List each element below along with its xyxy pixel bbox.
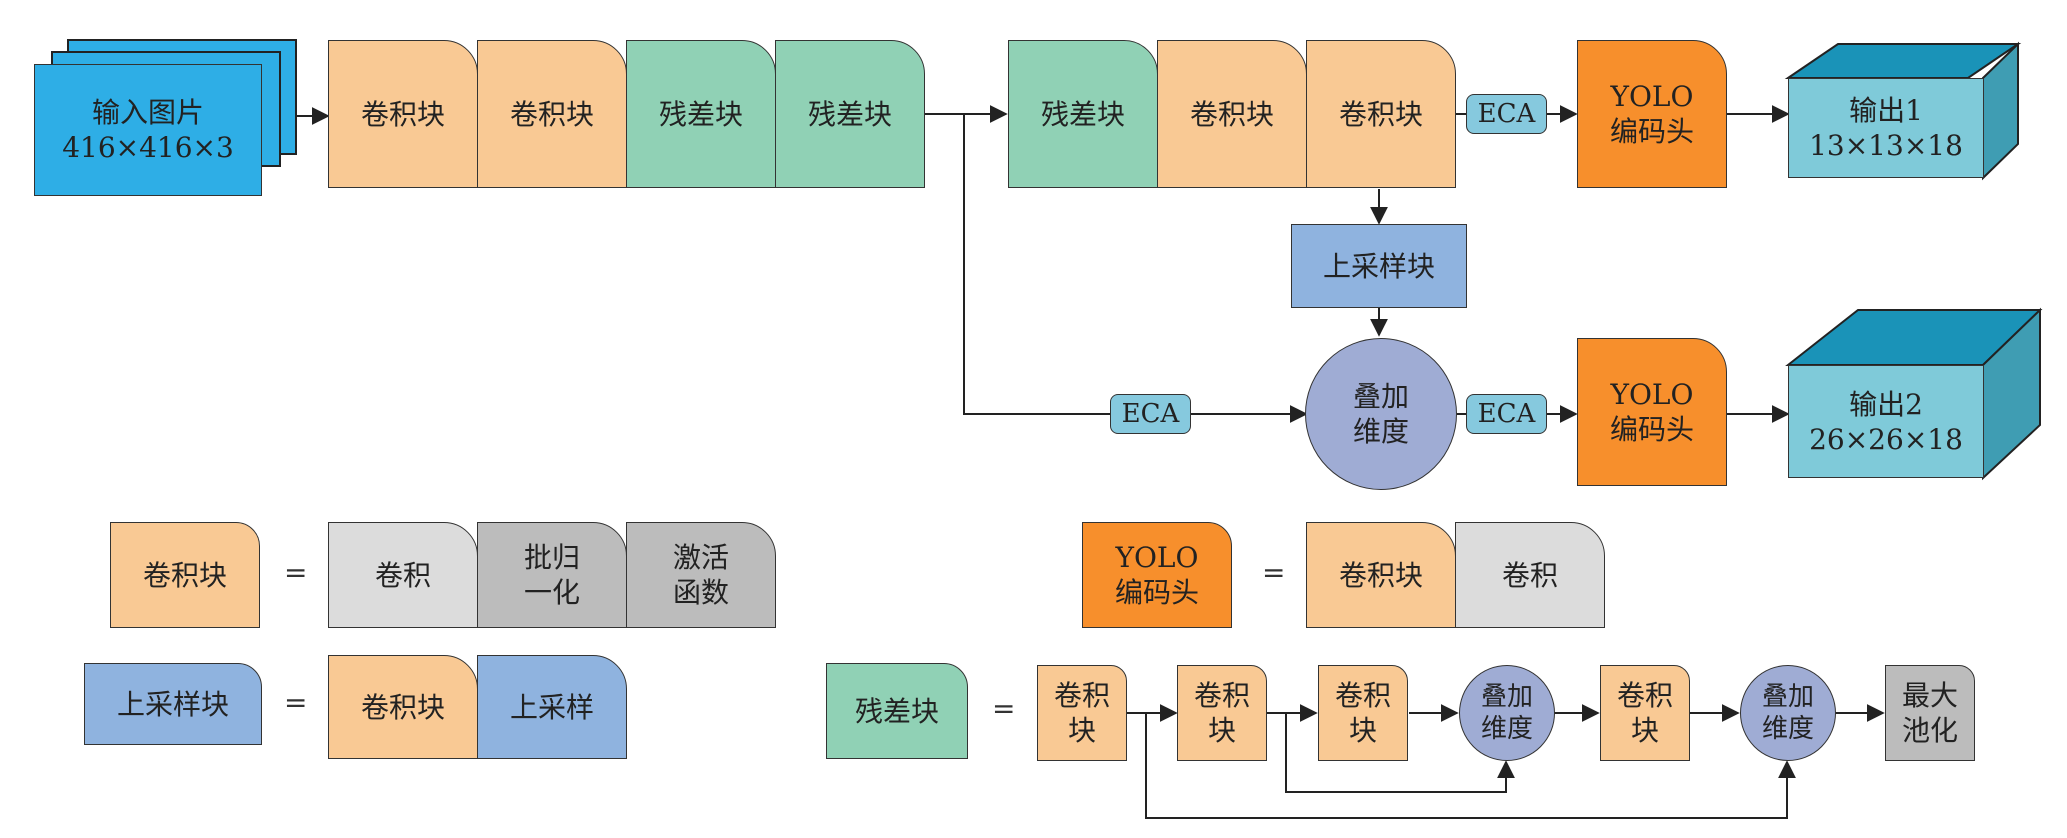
neck-residual-block: 残差块 [1008, 40, 1158, 188]
legend-residual-conv-3-line2: 块 [1348, 714, 1377, 747]
legend-residual-conv-3: 卷积块 [1318, 665, 1408, 761]
neck-conv-block-2: 卷积块 [1306, 40, 1456, 188]
legend-conv-part-activation-text: 激活 函数 [672, 541, 729, 609]
legend-residual-conv-1-line1: 卷积 [1053, 679, 1110, 712]
legend-residual-maxpool: 最大池化 [1885, 665, 1975, 761]
legend-residual-concat-1-line2: 维度 [1480, 714, 1533, 744]
legend-conv-part-conv: 卷积 [328, 522, 478, 628]
legend-residual-conv-2-line1: 卷积 [1193, 679, 1250, 712]
legend-residual-maxpool-line1: 最大 [1901, 679, 1958, 712]
backbone-conv-block-1: 卷积块 [328, 40, 478, 188]
legend-upsample-block: 上采样块 [84, 663, 262, 745]
legend-residual-conv-4-line1: 卷积 [1616, 679, 1673, 712]
eca-bottom: ECA [1466, 394, 1547, 434]
legend-yolo-line1: YOLO [1115, 541, 1199, 574]
legend-residual-conv-1-line2: 块 [1067, 714, 1096, 747]
upsample-block: 上采样块 [1291, 224, 1467, 308]
legend-conv-part-activation: 激活 函数 [626, 522, 776, 628]
legend-residual-conv-1: 卷积块 [1037, 665, 1127, 761]
legend-conv-equals: = [284, 556, 308, 589]
concat-line1: 叠加 [1352, 380, 1409, 413]
eca-skip: ECA [1110, 394, 1191, 434]
legend-residual-block: 残差块 [826, 663, 968, 759]
legend-upsample-equals: = [284, 686, 308, 719]
output-1-title: 输出1 [1849, 94, 1923, 127]
legend-residual-concat-2-line1: 叠加 [1761, 681, 1814, 712]
backbone-residual-block-2: 残差块 [775, 40, 925, 188]
legend-upsample-part-conv-block: 卷积块 [328, 655, 478, 759]
legend-residual-concat-1: 叠加维度 [1459, 665, 1555, 761]
legend-residual-conv-2: 卷积块 [1177, 665, 1267, 761]
concat-line2: 维度 [1352, 415, 1409, 448]
legend-conv-part-batchnorm: 批归 一化 [477, 522, 627, 628]
legend-upsample-part-upsample: 上采样 [477, 655, 627, 759]
backbone-residual-block-1: 残差块 [626, 40, 776, 188]
legend-residual-conv-3-line1: 卷积 [1334, 679, 1391, 712]
legend-yolo-line2: 编码头 [1114, 576, 1199, 609]
legend-residual-equals: = [992, 692, 1016, 725]
legend-residual-concat-2: 叠加维度 [1740, 665, 1836, 761]
yolo-head-2-line1: YOLO [1610, 378, 1694, 411]
legend-conv-part-batchnorm-text: 批归 一化 [523, 541, 580, 609]
output-1-size: 13×13×18 [1809, 129, 1963, 162]
output-2-size: 26×26×18 [1809, 422, 1963, 456]
concat-node: 叠加维度 [1305, 338, 1457, 490]
backbone-conv-block-2: 卷积块 [477, 40, 627, 188]
yolo-head-2-line2: 编码头 [1609, 413, 1694, 446]
legend-residual-maxpool-line2: 池化 [1901, 714, 1958, 747]
eca-top: ECA [1466, 94, 1547, 134]
legend-yolo-equals: = [1262, 556, 1286, 589]
legend-residual-conv-4: 卷积块 [1600, 665, 1690, 761]
output-2-title: 输出2 [1849, 387, 1923, 421]
legend-conv-block: 卷积块 [110, 522, 260, 628]
yolo-head-1-line2: 编码头 [1609, 115, 1694, 148]
legend-residual-concat-1-line1: 叠加 [1480, 681, 1533, 712]
input-size: 416×416×3 [62, 131, 234, 164]
input-title: 输入图片 [91, 96, 204, 129]
legend-residual-conv-2-line2: 块 [1207, 714, 1236, 747]
legend-yolo-part-conv: 卷积 [1455, 522, 1605, 628]
legend-residual-conv-4-line2: 块 [1630, 714, 1659, 747]
legend-residual-concat-2-line2: 维度 [1761, 714, 1814, 744]
legend-yolo-part-conv-block: 卷积块 [1306, 522, 1456, 628]
neck-conv-block-1: 卷积块 [1157, 40, 1307, 188]
yolo-head-1-line1: YOLO [1610, 80, 1694, 113]
